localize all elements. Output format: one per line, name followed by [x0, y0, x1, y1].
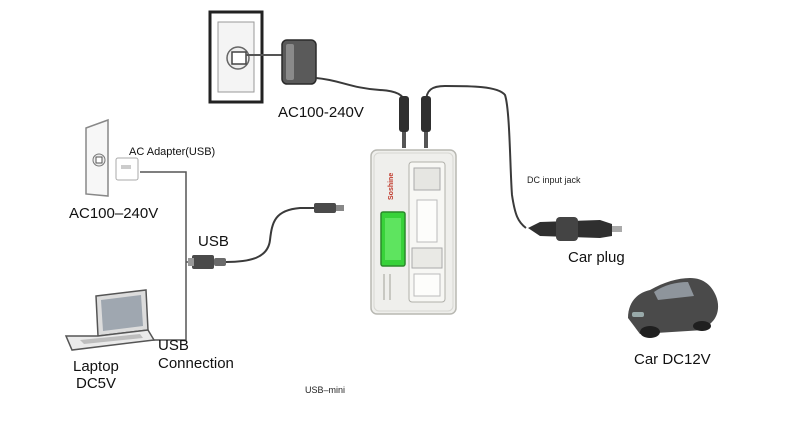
label-dc-input-jack: DC input jack	[527, 175, 581, 185]
brand-logo: Soshine	[388, 173, 395, 200]
dc-plug-ac	[399, 96, 409, 148]
laptop-icon	[64, 289, 156, 351]
car-plug-icon	[528, 217, 622, 241]
charger-device: Soshine	[370, 149, 457, 315]
label-usb-connection-2: Connection	[158, 355, 234, 372]
wall-outlet-left	[85, 118, 109, 197]
label-car: Car DC12V	[634, 351, 711, 368]
label-laptop-2: DC5V	[76, 375, 116, 392]
car-icon	[628, 278, 719, 338]
ac-adapter-icon	[246, 39, 317, 85]
label-ac-adapter-usb: AC Adapter(USB)	[129, 146, 215, 158]
car-cable	[425, 84, 527, 229]
label-ac-main: AC100-240V	[278, 104, 364, 121]
label-car-plug: Car plug	[568, 249, 625, 266]
usb-wiring	[140, 171, 187, 341]
wall-outlet-top	[208, 10, 264, 104]
label-usb: USB	[198, 233, 229, 250]
label-usb-connection-1: USB	[158, 337, 189, 354]
label-usb-mini: USB–mini	[305, 385, 345, 395]
dc-plug-car	[421, 96, 431, 148]
usb-ac-adapter-icon	[115, 157, 139, 181]
usb-cable	[188, 203, 344, 269]
label-laptop-1: Laptop	[73, 358, 119, 375]
label-ac-left: AC100–240V	[69, 205, 158, 222]
